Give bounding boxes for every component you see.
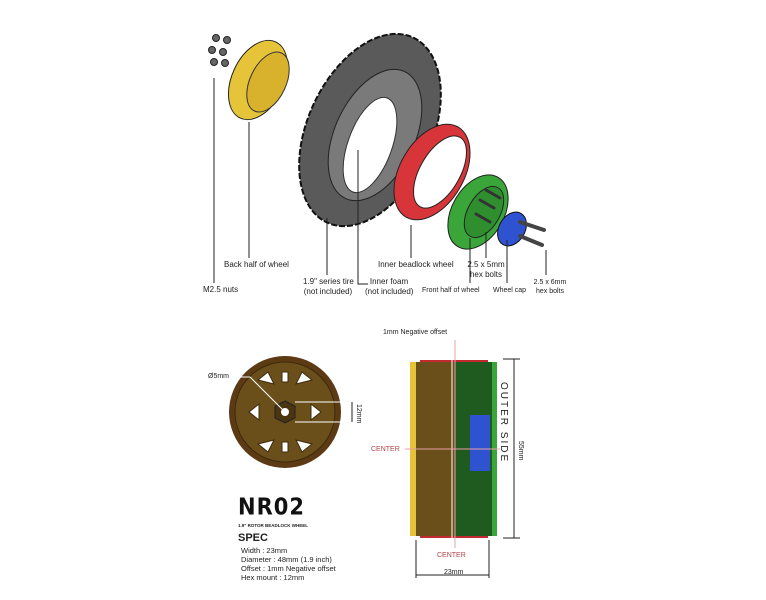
label-bolts5-line2: hex bolts xyxy=(469,270,503,279)
label-outer-side: OUTER SIDE xyxy=(498,382,509,464)
label-bolts-6mm: 2.5 x 6mm hex bolts xyxy=(531,278,569,296)
label-hex-size: 12mm xyxy=(355,404,362,424)
label-width: 23mm xyxy=(444,569,464,576)
product-logo: NR02 xyxy=(238,493,305,521)
label-tire-line2: (not included) xyxy=(303,287,353,296)
beadlock-ring-illustration xyxy=(393,123,471,221)
label-tire-line1: 1.9" series tire xyxy=(303,277,354,286)
label-m25-nuts: M2.5 nuts xyxy=(203,285,239,294)
label-foam-line2: (not included) xyxy=(365,287,414,296)
label-bolts5-line1: 2.5 x 5mm xyxy=(467,260,505,269)
front-view-wheel xyxy=(229,356,357,468)
label-hole-diameter: Ø5mm xyxy=(208,373,229,380)
label-foam-line1: Inner foam xyxy=(369,277,409,286)
label-wheel-cap: Wheel cap xyxy=(493,287,527,294)
label-tire: 1.9" series tire(not included) xyxy=(303,277,354,297)
label-center-left: CENTER xyxy=(371,446,400,453)
label-bolts6-line2: hex bolts xyxy=(535,288,565,295)
section-view-wheel xyxy=(405,330,520,578)
label-bolts6-line1: 2.5 x 6mm xyxy=(533,279,567,286)
label-center-bottom: CENTER xyxy=(437,552,466,559)
label-beadlock: Inner beadlock wheel xyxy=(378,260,454,269)
label-offset: 1mm Negative offset xyxy=(383,329,448,336)
product-tagline: 1.9" ROTOR BEADLOCK WHEEL xyxy=(238,523,309,528)
spec-offset: Offset : 1mm Negative offset xyxy=(241,564,336,573)
label-back-half: Back half of wheel xyxy=(224,260,289,269)
spec-hex-mount: Hex mount : 12mm xyxy=(241,573,305,582)
wheel-cap-illustration xyxy=(497,211,546,247)
m25-nuts-illustration xyxy=(208,34,231,67)
spec-title: SPEC xyxy=(238,532,268,544)
label-foam: Inner foam(not included) xyxy=(365,277,413,297)
spec-diameter: Diameter : 48mm (1.9 inch) xyxy=(241,555,332,564)
spec-width: Width : 23mm xyxy=(241,546,288,555)
back-half-wheel-illustration xyxy=(227,39,290,121)
leader-lines xyxy=(213,78,547,285)
front-half-wheel-illustration xyxy=(447,174,509,250)
label-front-half: Front half of wheel xyxy=(422,287,480,294)
label-height: 55mm xyxy=(517,441,524,461)
